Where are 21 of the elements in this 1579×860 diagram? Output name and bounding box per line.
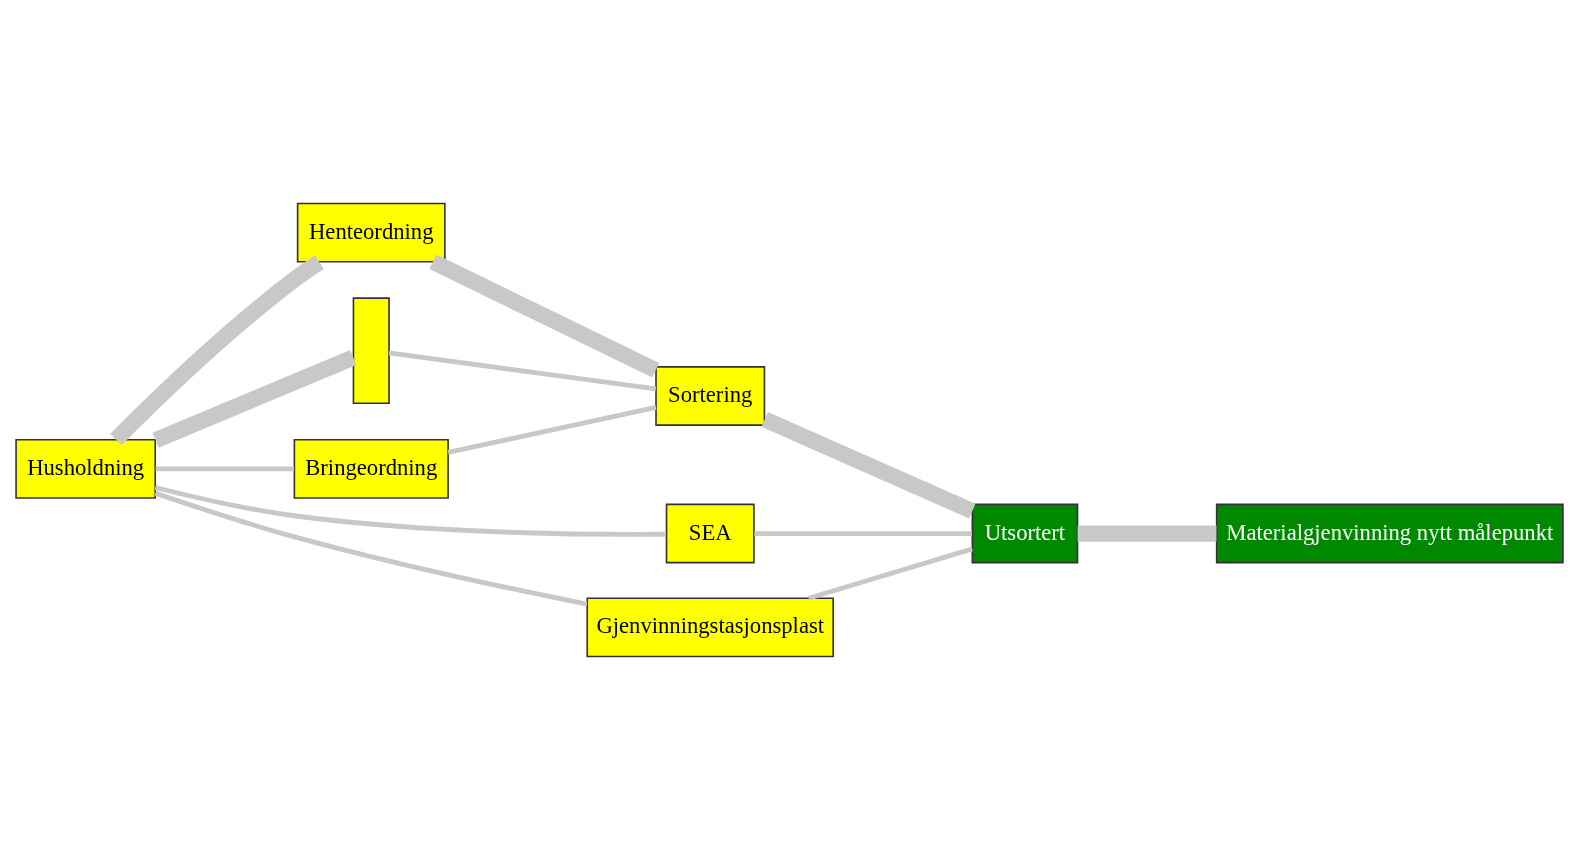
node-box: Husholdning [15,438,157,499]
node-box: Bringeordning [293,438,449,499]
connector [429,254,660,378]
node-box: Utsortert [971,503,1079,564]
node-bar [352,297,390,405]
connector [761,411,976,519]
connector [807,546,973,601]
connector [154,490,588,607]
node-box: Henteordning [296,202,446,263]
connector [154,485,667,537]
node-box: Gjenvinningstasjonsplast [586,597,834,658]
connector [388,350,657,392]
connector [447,405,657,455]
connector [110,255,324,446]
connector [1077,525,1217,542]
connector [754,531,972,536]
node-box: Materialgjenvinning nytt målepunkt [1215,503,1564,564]
node-box: SEA [665,503,755,564]
connector [152,350,357,448]
node-box: Sortering [655,366,766,426]
connector [155,466,294,472]
